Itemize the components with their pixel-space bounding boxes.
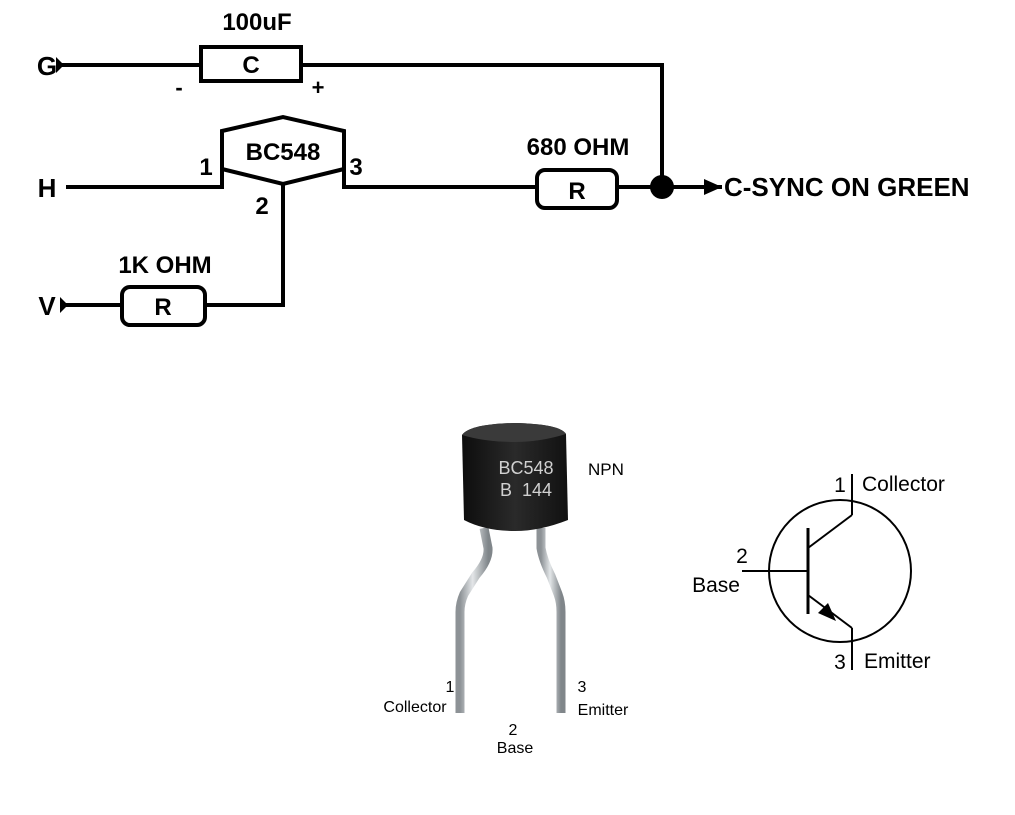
emitter-arrow-icon (818, 603, 836, 621)
symbol-emitter-name: Emitter (864, 650, 931, 673)
package-pin1-name: Collector (383, 699, 447, 716)
package-pin3-number: 3 (578, 679, 587, 696)
resistor-bottom-value: 1K OHM (118, 252, 211, 279)
capacitor-value: 100uF (222, 9, 291, 36)
wires (60, 63, 722, 307)
input-g-arrow-icon (56, 57, 64, 73)
input-v-label: V (38, 291, 56, 321)
sync-circuit-schematic: C 100uF - + BC548 1 2 3 R 680 OHM R 1K O… (37, 9, 970, 327)
emitter-lead (536, 528, 566, 713)
junction-dot (650, 175, 674, 199)
package-marking-1: BC548 (498, 458, 553, 478)
package-type-label: NPN (588, 460, 624, 479)
package-body (462, 423, 568, 531)
symbol-base-number: 2 (736, 545, 748, 568)
capacitor-plus: + (312, 75, 325, 100)
symbol-collector-name: Collector (862, 473, 945, 496)
input-h-label: H (38, 173, 57, 203)
symbol-collector-number: 1 (834, 474, 846, 497)
transistor-pin3: 3 (349, 154, 362, 181)
output-arrow-icon (704, 179, 722, 195)
package-pin2-number: 2 (509, 722, 518, 739)
resistor-680-ohm: R 680 OHM (527, 134, 630, 210)
transistor-pin2: 2 (255, 193, 268, 220)
package-top (462, 423, 566, 442)
resistor-bottom-symbol: R (154, 294, 171, 321)
resistor-top-symbol: R (568, 178, 585, 205)
input-g-label: G (37, 51, 57, 81)
transistor-bc548: BC548 1 2 3 (199, 114, 363, 220)
capacitor-minus: - (175, 75, 182, 100)
input-v-arrow-icon (60, 297, 68, 313)
resistor-1k-ohm: R 1K OHM (118, 252, 212, 327)
npn-symbol: 1 Collector 2 Base 3 Emitter (692, 473, 945, 674)
collector-lead (455, 527, 493, 713)
resistor-top-value: 680 OHM (527, 134, 630, 161)
symbol-emitter-number: 3 (834, 651, 846, 674)
transistor-pin1: 1 (199, 154, 212, 181)
symbol-base-name: Base (692, 574, 740, 597)
capacitor-100uf: C 100uF - + (175, 9, 324, 100)
package-pin3-name: Emitter (578, 702, 629, 719)
capacitor-symbol: C (242, 52, 259, 79)
transistor-label: BC548 (246, 139, 321, 166)
package-pin1-number: 1 (446, 679, 455, 696)
package-pin2-name: Base (497, 740, 534, 757)
bc548-package-illustration: BC548 B 144 NPN 1 Collector 2 Base 3 Emi… (383, 423, 629, 757)
output-label: C-SYNC ON GREEN (724, 172, 970, 202)
package-marking-2: B 144 (500, 480, 552, 500)
